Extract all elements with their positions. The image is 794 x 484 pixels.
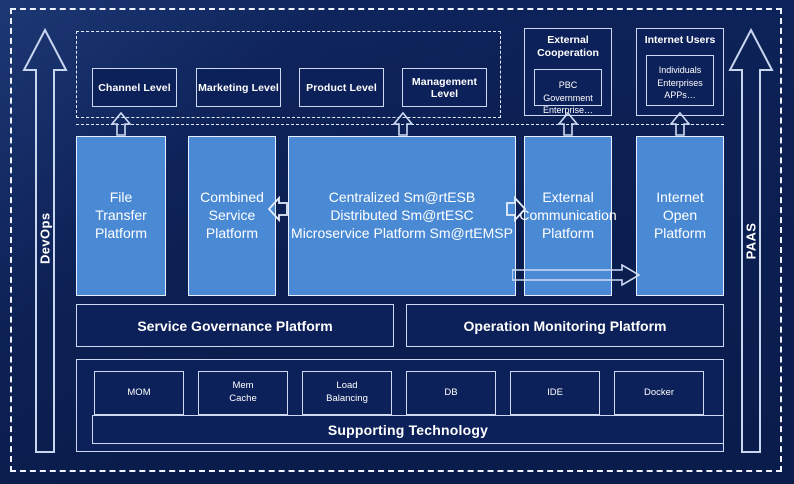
governance-label: Operation Monitoring Platform (463, 317, 667, 334)
level-box-product[interactable]: Product Level (299, 68, 384, 107)
devops-arrow-shape (22, 27, 68, 453)
diagram-outer-boundary (10, 8, 782, 472)
platform-file-transfer[interactable]: File Transfer Platform (76, 136, 166, 296)
external-cooperation-box[interactable]: External Cooperation PBC Government Ente… (524, 28, 612, 116)
platform-esb-esc-emsp[interactable]: Centralized Sm@rtESB Distributed Sm@rtES… (288, 136, 516, 296)
up-arrow-channel-icon (110, 112, 132, 136)
level-label: Marketing Level (198, 81, 279, 94)
level-box-marketing[interactable]: Marketing Level (196, 68, 281, 107)
platform-internet-open[interactable]: Internet Open Platform (636, 136, 724, 296)
tech-label: MOM (127, 386, 151, 398)
up-arrow-management-icon (392, 112, 414, 136)
platform-label: File Transfer Platform (94, 189, 148, 241)
tech-box-mem-cache[interactable]: Mem Cache (198, 371, 288, 415)
devops-arrow-label: DevOps (37, 212, 53, 264)
devops-arrow: DevOps (22, 26, 68, 456)
platform-external-communication[interactable]: External Communication Platform (519, 136, 617, 296)
service-governance-platform[interactable]: Service Governance Platform (76, 304, 394, 347)
paas-arrow-shape (728, 27, 774, 453)
tech-box-load-balancing[interactable]: Load Balancing (302, 371, 392, 415)
tech-box-mom[interactable]: MOM (94, 371, 184, 415)
external-cooperation-title: External Cooperation (537, 34, 599, 60)
operation-monitoring-platform[interactable]: Operation Monitoring Platform (406, 304, 724, 347)
tech-label: Docker (643, 386, 675, 398)
tech-box-docker[interactable]: Docker (614, 371, 704, 415)
level-label: Product Level (306, 81, 377, 94)
tech-label: Load Balancing (326, 380, 368, 404)
tech-label: Mem Cache (229, 380, 257, 404)
tech-box-ide[interactable]: IDE (510, 371, 600, 415)
up-arrow-internet-users-icon (669, 112, 691, 136)
platform-label: External Communication Platform (519, 189, 617, 241)
consumer-platform-separator (76, 124, 724, 125)
external-cooperation-detail: PBC Government Enterprise… (534, 69, 602, 115)
level-box-channel[interactable]: Channel Level (92, 68, 177, 107)
supporting-technology-bar[interactable]: Supporting Technology (92, 415, 724, 444)
flow-arrow-esb-to-internet-open-icon (512, 264, 640, 290)
platform-label: Combined Service Platform (200, 189, 264, 241)
level-label: Channel Level (98, 81, 171, 94)
tech-box-db[interactable]: DB (406, 371, 496, 415)
paas-arrow-label: PAAS (743, 222, 759, 260)
platform-combined-service[interactable]: Combined Service Platform (188, 136, 276, 296)
consumer-levels-group (76, 31, 501, 118)
right-arrow-esb-to-external-icon (506, 196, 526, 222)
paas-arrow: PAAS (728, 26, 774, 456)
internet-users-detail: Individuals Enterprises APPs… (646, 55, 714, 106)
governance-label: Service Governance Platform (137, 317, 333, 334)
tech-label: DB (444, 386, 458, 398)
platform-label: Centralized Sm@rtESB Distributed Sm@rtES… (291, 189, 513, 241)
left-arrow-esb-to-combined-icon (268, 196, 288, 222)
level-label: Management Level (411, 75, 478, 100)
up-arrow-external-cooperation-icon (557, 112, 579, 136)
tech-label: IDE (547, 386, 563, 398)
internet-users-title: Internet Users (644, 34, 716, 46)
supporting-technology-label: Supporting Technology (327, 421, 489, 438)
level-box-management[interactable]: Management Level (402, 68, 487, 107)
platform-label: Internet Open Platform (653, 189, 707, 241)
internet-users-box[interactable]: Internet Users Individuals Enterprises A… (636, 28, 724, 116)
